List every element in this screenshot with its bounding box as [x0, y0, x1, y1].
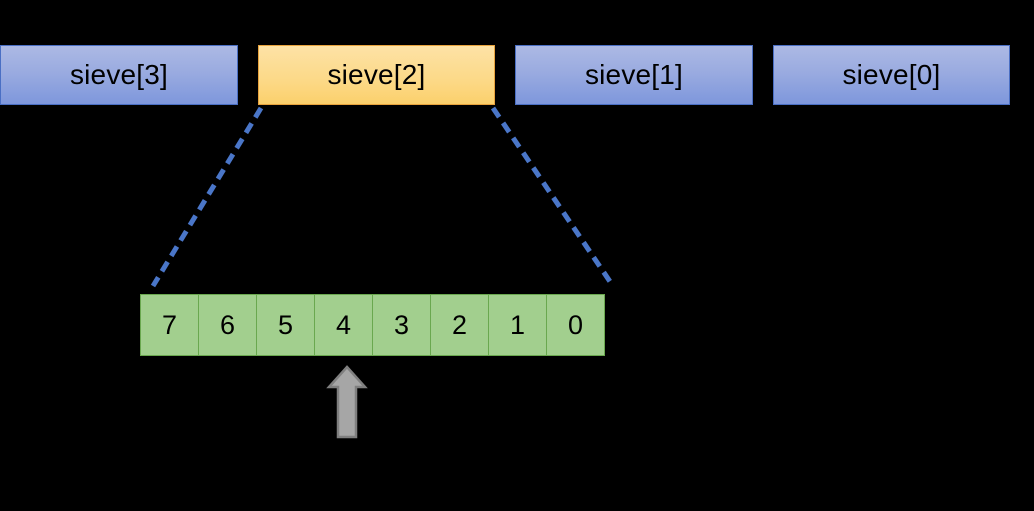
- array-cell[interactable]: 0: [546, 294, 605, 356]
- sieve-box-0[interactable]: sieve[0]: [773, 45, 1010, 105]
- sieve-box-2-label: sieve[2]: [327, 59, 426, 90]
- array-cell-label: 0: [567, 309, 584, 340]
- array-cell-label: 4: [335, 309, 352, 340]
- array-cell[interactable]: 3: [372, 294, 431, 356]
- array-cell[interactable]: 4: [314, 294, 373, 356]
- array-cell-label: 2: [451, 309, 468, 340]
- array-cell[interactable]: 2: [430, 294, 489, 356]
- array-cell[interactable]: 1: [488, 294, 547, 356]
- sieve-box-1[interactable]: sieve[1]: [515, 45, 753, 105]
- array-cell-label: 3: [393, 309, 410, 340]
- array-cell-label: 6: [219, 309, 236, 340]
- array-cell-label: 1: [509, 309, 526, 340]
- array-cell[interactable]: 5: [256, 294, 315, 356]
- index-pointer-arrow-icon: [326, 365, 368, 439]
- array-cell-label: 5: [277, 309, 294, 340]
- sieve-box-3[interactable]: sieve[3]: [0, 45, 238, 105]
- right-connector-line: [490, 106, 616, 288]
- sieve-bit-array: 7 6 5 4 3 2 1 0: [140, 294, 605, 356]
- arrow-up-icon: [326, 365, 368, 439]
- sieve-box-3-label: sieve[3]: [69, 59, 169, 90]
- array-cell[interactable]: 6: [198, 294, 257, 356]
- sieve-box-1-label: sieve[1]: [584, 59, 684, 90]
- array-cell[interactable]: 7: [140, 294, 199, 356]
- left-connector-line: [150, 106, 264, 288]
- array-cell-label: 7: [161, 309, 178, 340]
- sieve-box-2-highlighted[interactable]: sieve[2]: [258, 45, 495, 105]
- sieve-box-0-label: sieve[0]: [842, 59, 941, 90]
